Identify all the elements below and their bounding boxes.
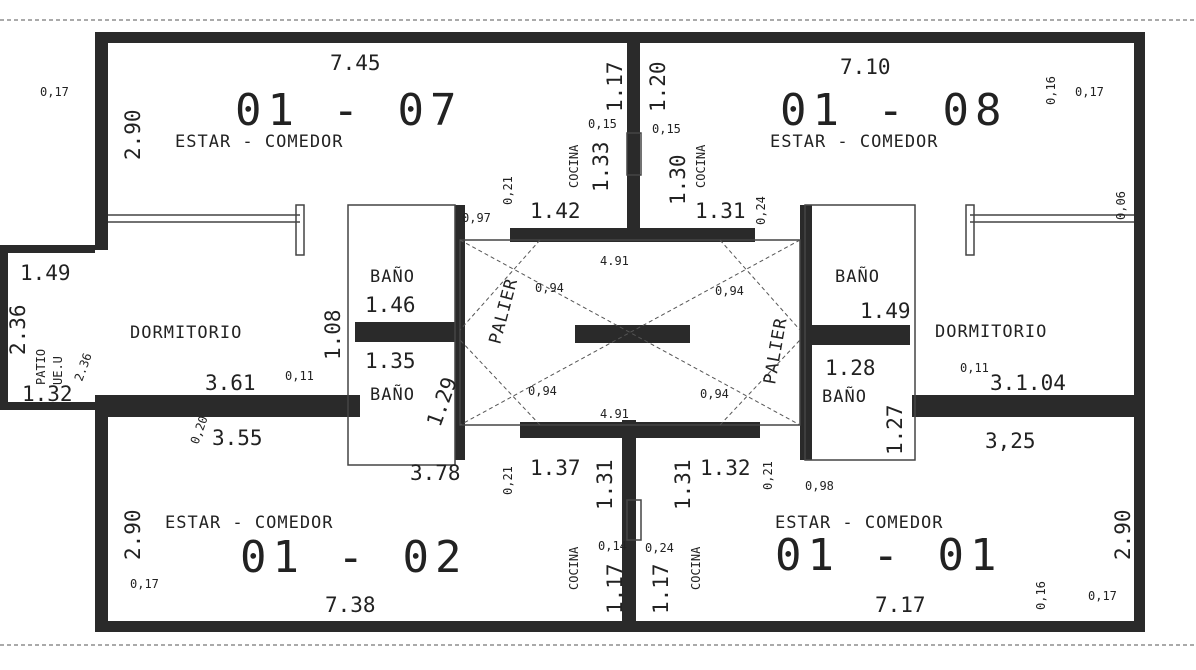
dim: 0,94 [535, 281, 564, 295]
dim: 4.91 [600, 407, 629, 421]
dim: 0,06 [1114, 191, 1128, 220]
dim: 1.32 [22, 382, 73, 406]
room-dormitorio: DORMITORIO [130, 323, 242, 343]
room-estar-comedor: ESTAR - COMEDOR [175, 132, 344, 152]
dim: 1.46 [365, 293, 416, 317]
room-bano: BAÑO [822, 385, 867, 407]
dim: 0,21 [501, 176, 515, 205]
room-cocina: COCINA [694, 144, 708, 188]
dim: 1.17 [603, 61, 627, 112]
dim: 2.36 [72, 351, 95, 383]
partitions [0, 19, 1196, 646]
dim: 1.20 [646, 61, 670, 112]
dim: 7.38 [325, 593, 376, 617]
dim: 1.17 [603, 563, 627, 614]
dim: 1.31 [695, 199, 746, 223]
room-patio: PATIO [34, 349, 48, 385]
room-estar-comedor: ESTAR - COMEDOR [165, 513, 334, 533]
dim: 0,97 [462, 211, 491, 225]
dim: 3,25 [985, 429, 1036, 453]
dim: 1.49 [860, 299, 911, 323]
room-cocina: COCINA [567, 144, 581, 188]
dim: 1.42 [530, 199, 581, 223]
dim: 1.31 [671, 459, 695, 510]
dim: 0,94 [528, 384, 557, 398]
dim: 2.90 [121, 109, 145, 160]
dim: 0,16 [1044, 76, 1058, 105]
room-palier: PALIER [760, 316, 791, 386]
unit-label-01-08: 01 - 08 [780, 85, 1007, 136]
dim: 0,17 [130, 577, 159, 591]
dim: 1.27 [883, 404, 907, 455]
dim: 0,16 [1034, 581, 1048, 610]
dim: 0,21 [761, 461, 775, 490]
dim: 0,17 [1075, 85, 1104, 99]
dim: 3.61 [205, 371, 256, 395]
dim: 1.17 [649, 563, 673, 614]
dim: 0,17 [1088, 589, 1117, 603]
unit-label-01-01: 01 - 01 [775, 530, 1002, 581]
dim: 0,15 [652, 122, 681, 136]
dim: 0,11 [285, 369, 314, 383]
room-palier: PALIER [486, 276, 523, 346]
dim: 1.30 [666, 154, 690, 205]
dim: 0,20 [188, 414, 211, 446]
room-bano: BAÑO [370, 383, 415, 405]
walls [0, 32, 1145, 632]
room-estar-comedor: ESTAR - COMEDOR [775, 513, 944, 533]
dim: 0,24 [754, 196, 768, 225]
dim: 4.91 [600, 254, 629, 268]
room-estar-comedor: ESTAR - COMEDOR [770, 132, 939, 152]
dim: 0,14 [598, 539, 627, 553]
dim: 0,21 [501, 466, 515, 495]
dimensions: 7.45 7.10 7.38 7.17 2.90 2.90 2.90 0,17 … [6, 51, 1135, 617]
room-cocina: COCINA [567, 546, 581, 590]
room-dormitorio: DORMITORIO [935, 322, 1047, 342]
unit-label-01-07: 01 - 07 [235, 85, 462, 136]
dim: 7.45 [330, 51, 381, 75]
room-patio-sub: UE.U [51, 356, 65, 385]
dim: 1.33 [589, 141, 613, 192]
room-bano: BAÑO [370, 265, 415, 287]
room-cocina: COCINA [689, 546, 703, 590]
dim: 1.32 [700, 456, 751, 480]
unit-label-01-02: 01 - 02 [240, 532, 467, 583]
dim: 2.36 [6, 304, 30, 355]
dim: 1.28 [825, 356, 876, 380]
dim: 3.1.04 [990, 371, 1066, 395]
dim: 2.90 [121, 509, 145, 560]
dim: 0,98 [805, 479, 834, 493]
dim: 2.90 [1111, 509, 1135, 560]
dim: 7.17 [875, 593, 926, 617]
dim: 7.10 [840, 55, 891, 79]
dim: 1.35 [365, 349, 416, 373]
dim: 0,94 [715, 284, 744, 298]
dim: 1.37 [530, 456, 581, 480]
dim: 0,15 [588, 117, 617, 131]
dim: 0,17 [40, 85, 69, 99]
dim: 3.78 [410, 461, 461, 485]
dim: 1.31 [593, 459, 617, 510]
dim: 0,11 [960, 361, 989, 375]
dim: 1.08 [321, 309, 345, 360]
dim: 0,24 [645, 541, 674, 555]
dim: 1.49 [20, 261, 71, 285]
dim: 3.55 [212, 426, 263, 450]
dim: 0,94 [700, 387, 729, 401]
room-bano: BAÑO [835, 265, 880, 287]
